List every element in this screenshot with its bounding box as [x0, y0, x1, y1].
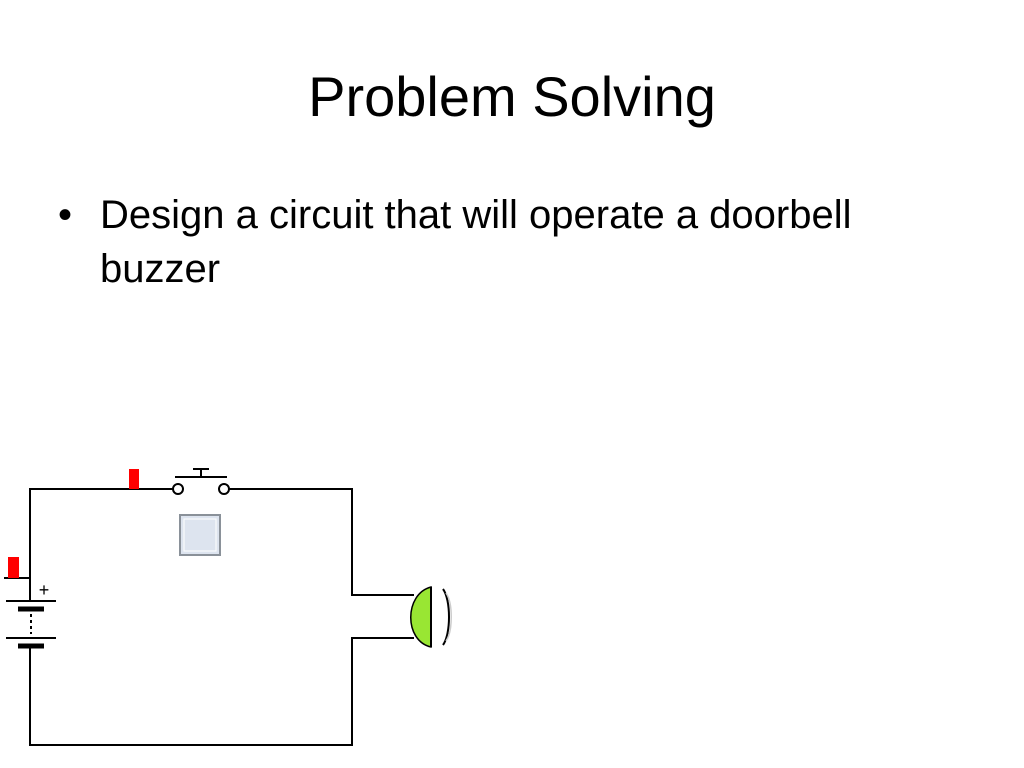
- buzzer-icon: [410, 586, 452, 648]
- marker-red-left: [8, 557, 19, 578]
- bullet-item: • Design a circuit that will operate a d…: [58, 188, 978, 296]
- battery-icon: +: [6, 580, 56, 649]
- bullet-list: • Design a circuit that will operate a d…: [58, 188, 978, 296]
- battery-plus-label: +: [39, 580, 50, 600]
- circuit-wires: [4, 488, 414, 746]
- wire-bottom: [29, 637, 414, 746]
- bullet-mark: •: [58, 193, 73, 237]
- wire-top-left: [29, 488, 174, 601]
- switch-button-inner: [183, 518, 217, 552]
- circuit-diagram: +: [4, 468, 452, 746]
- slide-title: Problem Solving: [308, 65, 716, 128]
- marker-red-top: [129, 469, 139, 489]
- bullet-text: Design a circuit that will operate a doo…: [100, 193, 852, 291]
- switch-button[interactable]: [179, 514, 221, 556]
- push-switch-icon: [172, 468, 230, 495]
- wire-top-right: [229, 488, 414, 596]
